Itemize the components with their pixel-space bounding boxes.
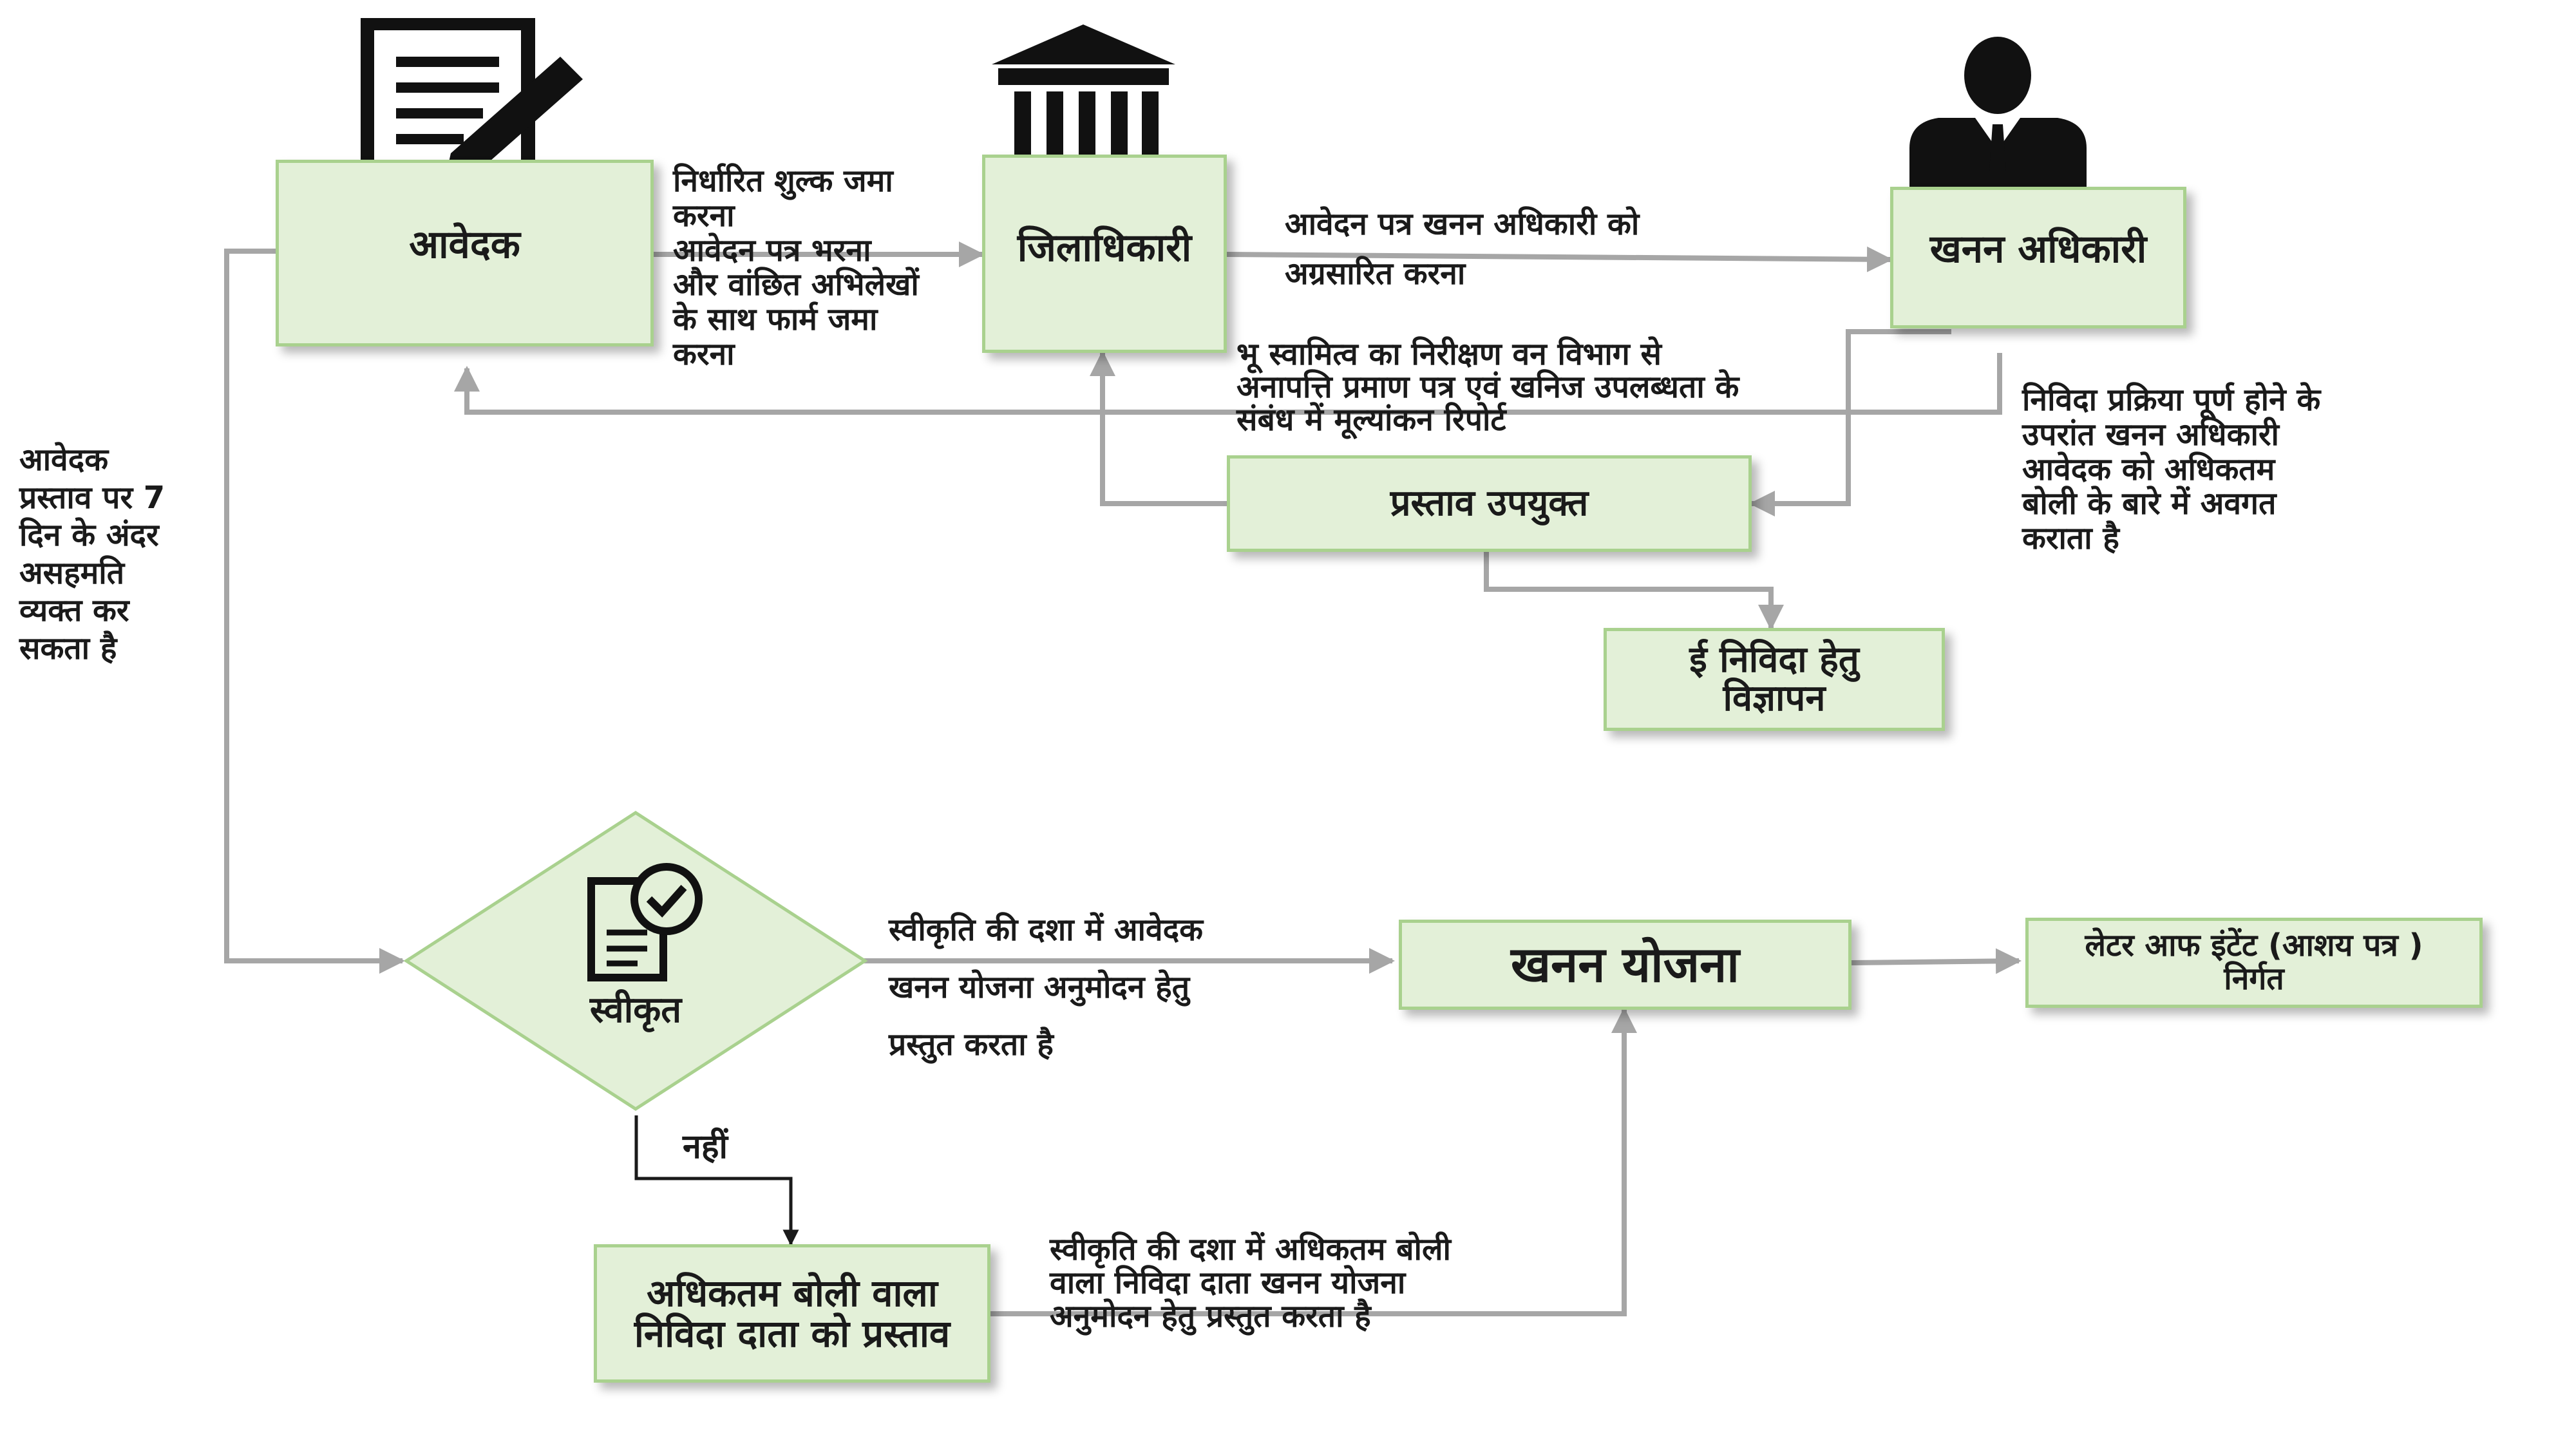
edge-label-inspection-report: भू स्वामित्व का निरीक्षण वन विभाग से अना…	[1236, 336, 1739, 438]
mining-officer-box: खनन अधिकारी	[1890, 187, 2186, 328]
edge-label-approved-to-plan: स्वीकृति की दशा में आवेदक खनन योजना अनुम…	[889, 912, 1203, 1063]
arrow-proposal-to-tender-ad	[1484, 552, 1784, 630]
edge-label-disagreement: आवेदक प्रस्ताव पर 7 दिन के अंदर असहमति व…	[19, 442, 166, 667]
edge-label-no: नहीं	[683, 1128, 728, 1166]
edge-label-bidder-to-plan: स्वीकृति की दशा में अधिकतम बोली वाला निव…	[1050, 1231, 1451, 1334]
approved-label: स्वीकृत	[589, 989, 682, 1031]
mining-officer-label: खनन अधिकारी	[1929, 227, 2147, 272]
highest-bidder-label: अधिकतम बोली वाला निविदा दाता को प्रस्ताव	[634, 1271, 951, 1356]
mining-plan-label: खनन योजना	[1510, 935, 1739, 993]
applicant-box: आवेदक	[276, 160, 654, 346]
letter-of-intent-label: लेटर आफ इंटेंट (आशय पत्र ) निर्गत	[2085, 927, 2423, 997]
arrow-bidder-to-mining-plan	[990, 1007, 1637, 1316]
e-tender-ad-label: ई निविदा हेतु विज्ञापन	[1689, 638, 1859, 719]
highest-bidder-box: अधिकतम बोली वाला निविदा दाता को प्रस्ताव	[594, 1244, 990, 1383]
applicant-label: आवेदक	[409, 222, 520, 267]
district-magistrate-label: जिलाधिकारी	[1017, 225, 1192, 270]
edge-label-dm-to-mining: आवेदन पत्र खनन अधिकारी को अग्रसारित करना	[1285, 206, 1640, 292]
arrow-dm-to-mining-officer	[1226, 246, 1893, 272]
arrow-proposal-to-dm	[1090, 350, 1227, 506]
arrow-mining-officer-to-proposal	[1749, 329, 1951, 516]
edge-label-applicant-to-dm: निर्धारित शुल्क जमा करना आवेदन पत्र भरना…	[673, 163, 919, 372]
government-building-icon	[992, 24, 1175, 182]
approved-document-icon	[587, 863, 703, 981]
arrow-mining-plan-to-loi	[1851, 948, 2022, 974]
officer-person-icon	[1909, 37, 2087, 200]
mining-plan-box: खनन योजना	[1399, 920, 1852, 1010]
proposal-suitable-label: प्रस्ताव उपयुक्त	[1390, 482, 1589, 524]
arrow-approved-to-bidder-no	[634, 1115, 799, 1246]
letter-of-intent-box: लेटर आफ इंटेंट (आशय पत्र ) निर्गत	[2025, 918, 2483, 1008]
district-magistrate-box: जिलाधिकारी	[982, 155, 1227, 353]
e-tender-ad-box: ई निविदा हेतु विज्ञापन	[1604, 628, 1945, 731]
arrow-report-to-applicant	[454, 353, 2002, 415]
proposal-suitable-box: प्रस्ताव उपयुक्त	[1227, 455, 1752, 552]
edge-label-tender-complete: निविदा प्रक्रिया पूर्ण होने के उपरांत खन…	[2022, 382, 2321, 556]
arrow-applicant-to-approved	[224, 249, 405, 974]
